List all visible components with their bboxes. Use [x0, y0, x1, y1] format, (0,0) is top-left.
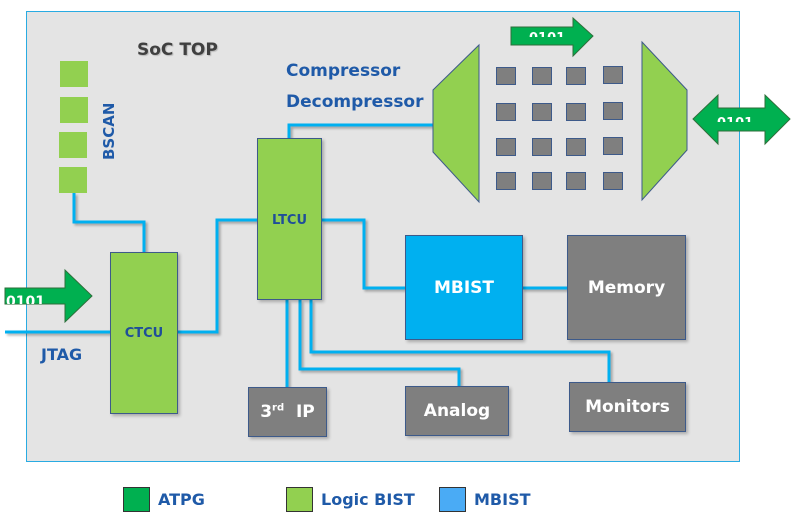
legend-swatch-atpg [123, 487, 150, 512]
scan-cell [566, 67, 586, 85]
legend-label-atpg: ATPG [158, 490, 205, 509]
mbist-label: MBIST [433, 278, 495, 298]
third-ip-block: 3rd IP [248, 387, 327, 437]
ltcu-label: LTCU [271, 213, 308, 228]
bscan-label: BSCAN [100, 102, 118, 160]
scan-cell [496, 67, 516, 85]
scan-cell [603, 102, 623, 120]
output-arrow-text: 0101 [717, 116, 753, 122]
ctcu-block: CTCU [110, 252, 178, 414]
scan-cell [496, 172, 516, 190]
wire-bscan-ctcu [72, 193, 146, 252]
legend-mbist: MBIST [439, 487, 531, 512]
legend-logic-bist: Logic BIST [286, 487, 415, 512]
scan-cell [496, 138, 516, 156]
legend-label-logic-bist: Logic BIST [321, 490, 415, 509]
wire-ltcu-mbist [321, 218, 405, 290]
input-arrow-text: 0101 [6, 294, 45, 304]
legend-label-mbist: MBIST [474, 490, 531, 509]
legend-atpg: ATPG [123, 487, 205, 512]
scan-arrow-text: 0101 [529, 32, 565, 37]
legend-swatch-logic-bist [286, 487, 313, 512]
monitors-block: Monitors [569, 382, 686, 432]
jtag-label: JTAG [41, 345, 83, 364]
scan-cell [532, 67, 552, 85]
ctcu-label: CTCU [124, 325, 164, 341]
atpg-output-arrow [692, 93, 791, 146]
wire-ctcu-ltcu [177, 218, 257, 334]
bscan-cell [59, 132, 87, 158]
scan-cell [532, 138, 552, 156]
analog-block: Analog [405, 386, 509, 436]
bscan-cell [60, 97, 88, 123]
scan-cell [496, 103, 516, 121]
soc-top-title: SoC TOP [137, 40, 218, 60]
legend-swatch-mbist [439, 487, 466, 512]
scan-cell [566, 103, 586, 121]
scan-cell [603, 137, 623, 155]
memory-block: Memory [567, 235, 686, 340]
bscan-cell [60, 61, 88, 87]
compressor-shape [641, 40, 688, 202]
scan-cell [532, 172, 552, 190]
wire-ltcu-analog [298, 300, 461, 386]
monitors-label: Monitors [585, 397, 670, 417]
atpg-scan-arrow [510, 16, 594, 58]
atpg-input-arrow [4, 268, 93, 324]
third-ip-label: 3rd IP [260, 402, 315, 422]
scan-cell [532, 103, 552, 121]
compressor-label: Compressor [286, 61, 401, 81]
scan-cell [566, 138, 586, 156]
analog-label: Analog [423, 401, 491, 421]
ltcu-block: LTCU [257, 138, 322, 300]
mbist-block: MBIST [405, 235, 523, 340]
wire-ltcu-decompressor [287, 123, 433, 138]
memory-label: Memory [587, 278, 666, 298]
bscan-cell [59, 167, 87, 193]
decompressor-shape [432, 43, 480, 204]
scan-cell [566, 172, 586, 190]
decompressor-label: Decompressor [286, 92, 424, 112]
scan-cell [603, 172, 623, 190]
scan-cell [603, 66, 623, 84]
wire-ltcu-monitors [309, 300, 611, 382]
